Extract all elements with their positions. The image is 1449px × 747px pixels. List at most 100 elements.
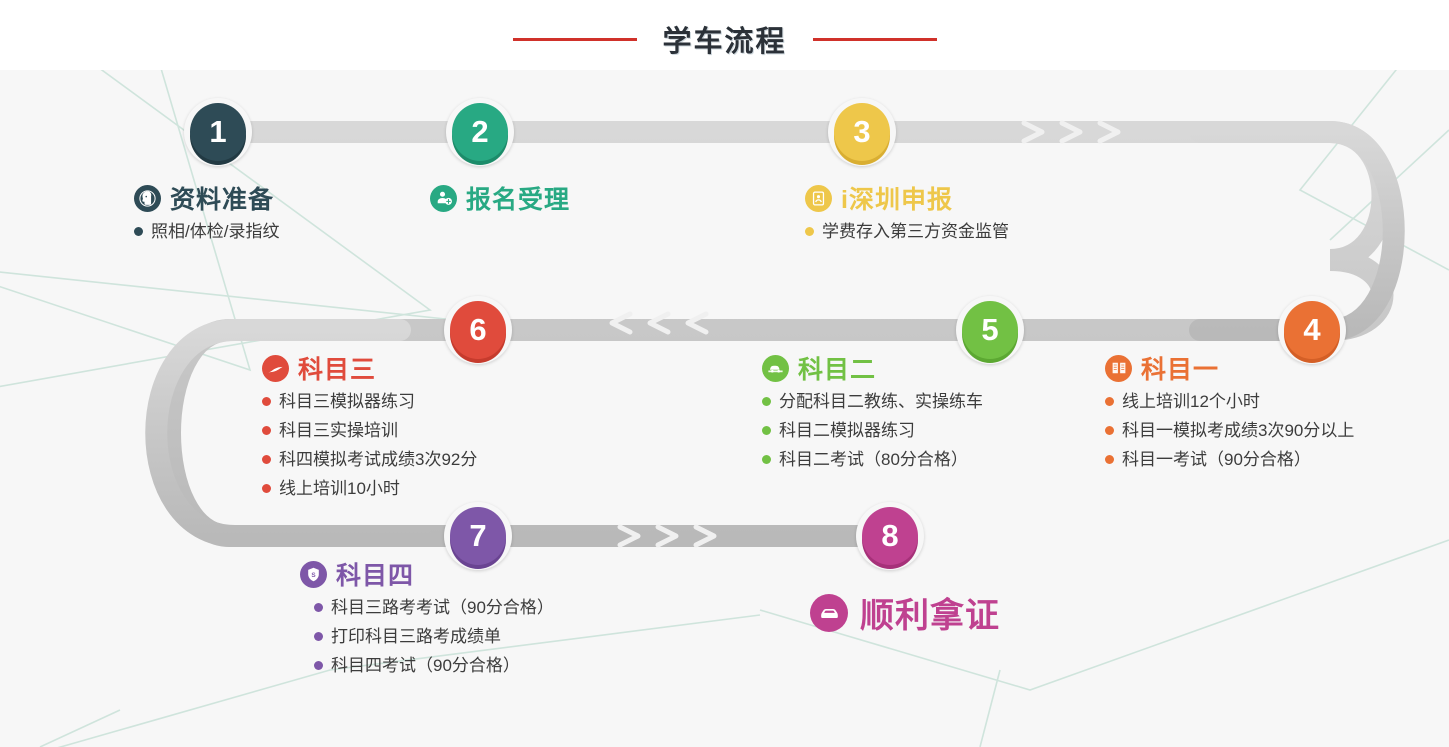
step-bullets-3: 学费存入第三方资金监管 [805,223,1009,240]
title-rule-left [512,37,637,41]
list-item: 科目四考试（90分合格） [300,657,554,674]
bullet-text: 科目三实操培训 [279,421,398,440]
list-item: 分配科目二教练、实操练车 [762,393,983,410]
list-item: 科目三实操培训 [262,422,477,439]
step-title-8: 顺利拿证 [860,597,1000,635]
step-badge-6[interactable]: 6 [444,296,512,364]
bullet-text: 科目三路考考试（90分合格） [331,598,554,617]
step-title-7: 科目四 [336,562,415,590]
book-icon [1105,354,1132,382]
step-number-2: 2 [471,113,489,149]
step-badge-7[interactable]: 7 [444,502,512,570]
step-title-5: 科目二 [798,356,877,384]
step-number-1: 1 [209,113,227,149]
list-item: 线上培训12个小时 [1105,393,1354,410]
car-front-icon [810,593,848,632]
bullet-dot [762,426,771,435]
head-profile-icon [134,184,161,212]
step-bullets-1: 照相/体检/录指纹 [134,223,279,240]
bullet-dot [134,227,143,236]
step-number-7: 7 [469,517,487,553]
step-bullets-7: 科目三路考考试（90分合格） 打印科目三路考成绩单 科目四考试（90分合格） [300,599,554,674]
step-bullets-4: 线上培训12个小时 科目一模拟考成绩3次90分以上 科目一考试（90分合格） [1105,393,1354,468]
list-item: 科四模拟考试成绩3次92分 [262,451,477,468]
arrow-group-right-row1 [1021,120,1121,144]
list-item: 科目一模拟考成绩3次90分以上 [1105,422,1354,439]
bullet-dot [1105,426,1114,435]
bullet-text: 科目二模拟器练习 [779,421,915,440]
bullet-text: 科四模拟考试成绩3次92分 [279,450,478,469]
step-badge-3[interactable]: 3 [828,98,896,166]
bullet-text: 学费存入第三方资金监管 [822,222,1009,241]
bullet-text: 科目三模拟器练习 [279,392,415,411]
page-header: 学车流程 [0,0,1449,70]
bullet-text: 科目一考试（90分合格） [1122,450,1311,469]
svg-text:S: S [311,571,315,578]
step-block-2[interactable]: 报名受理 [430,180,570,216]
list-item: 科目三路考考试（90分合格） [300,599,554,616]
page-title: 学车流程 [662,26,787,58]
step-badge-5[interactable]: 5 [956,296,1024,364]
bullet-dot [262,426,271,435]
bullet-dot [1105,455,1114,464]
bullet-dot [314,661,323,670]
bullet-text: 分配科目二教练、实操练车 [779,392,983,411]
step-title-4: 科目一 [1141,356,1220,384]
user-add-icon [430,184,457,212]
step-badge-4[interactable]: 4 [1278,296,1346,364]
arrow-group-right-row3 [617,524,717,548]
list-item: 科目一考试（90分合格） [1105,451,1354,468]
step-bullets-6: 科目三模拟器练习 科目三实操培训 科四模拟考试成绩3次92分 线上培训10小时 [262,393,477,497]
bullet-dot [1105,397,1114,406]
list-item: 照相/体检/录指纹 [134,223,279,240]
arrow-group-left-row2 [609,311,709,335]
step-number-8: 8 [881,517,899,553]
bullet-text: 科目一模拟考成绩3次90分以上 [1122,421,1355,440]
step-number-6: 6 [469,311,487,347]
bullet-text: 线上培训12个小时 [1122,392,1260,411]
bullet-dot [805,227,814,236]
step-block-6[interactable]: 科目三 科目三模拟器练习 科目三实操培训 科四模拟考试成绩3次92分 线上培训1… [262,350,477,509]
step-title-6: 科目三 [298,356,377,384]
bullet-dot [762,455,771,464]
road-icon [262,354,289,382]
step-number-5: 5 [981,311,999,347]
title-rule-right [812,37,937,41]
bullet-dot [314,632,323,641]
step-title-1: 资料准备 [170,186,275,214]
step-badge-2[interactable]: 2 [446,98,514,166]
car-side-icon [762,354,789,382]
flow-track [145,120,1405,548]
bullet-text: 线上培训10小时 [279,479,400,498]
step-block-4[interactable]: 科目一 线上培训12个小时 科目一模拟考成绩3次90分以上 科目一考试（90分合… [1105,350,1354,480]
step-badge-8[interactable]: 8 [856,502,924,570]
flow-panel: 1 2 3 4 5 6 7 8 [0,70,1449,747]
bullet-text: 打印科目三路考成绩单 [331,627,501,646]
step-block-5[interactable]: 科目二 分配科目二教练、实操练车 科目二模拟器练习 科目二考试（80分合格） [762,350,983,480]
bullet-text: 照相/体检/录指纹 [151,222,280,241]
step-block-3[interactable]: i深圳申报 学费存入第三方资金监管 [805,180,1009,252]
bullet-text: 科目四考试（90分合格） [331,656,520,675]
list-item: 打印科目三路考成绩单 [300,628,554,645]
id-card-icon [805,184,832,212]
step-block-1[interactable]: 资料准备 照相/体检/录指纹 [134,180,279,252]
step-number-3: 3 [853,113,871,149]
step-bullets-5: 分配科目二教练、实操练车 科目二模拟器练习 科目二考试（80分合格） [762,393,983,468]
list-item: 科目三模拟器练习 [262,393,477,410]
step-block-8[interactable]: 顺利拿证 [810,588,1000,637]
step-block-7[interactable]: S 科目四 科目三路考考试（90分合格） 打印科目三路考成绩单 科目四考试（90… [300,556,554,686]
step-title-2: 报名受理 [466,186,571,214]
shield-s-icon: S [300,560,327,588]
step-badge-1[interactable]: 1 [184,98,252,166]
bullet-dot [262,455,271,464]
bullet-dot [314,603,323,612]
list-item: 科目二模拟器练习 [762,422,983,439]
bullet-text: 科目二考试（80分合格） [779,450,968,469]
bullet-dot [262,397,271,406]
list-item: 线上培训10小时 [262,480,477,497]
list-item: 科目二考试（80分合格） [762,451,983,468]
bullet-dot [262,484,271,493]
list-item: 学费存入第三方资金监管 [805,223,1009,240]
step-title-3: i深圳申报 [841,186,953,214]
